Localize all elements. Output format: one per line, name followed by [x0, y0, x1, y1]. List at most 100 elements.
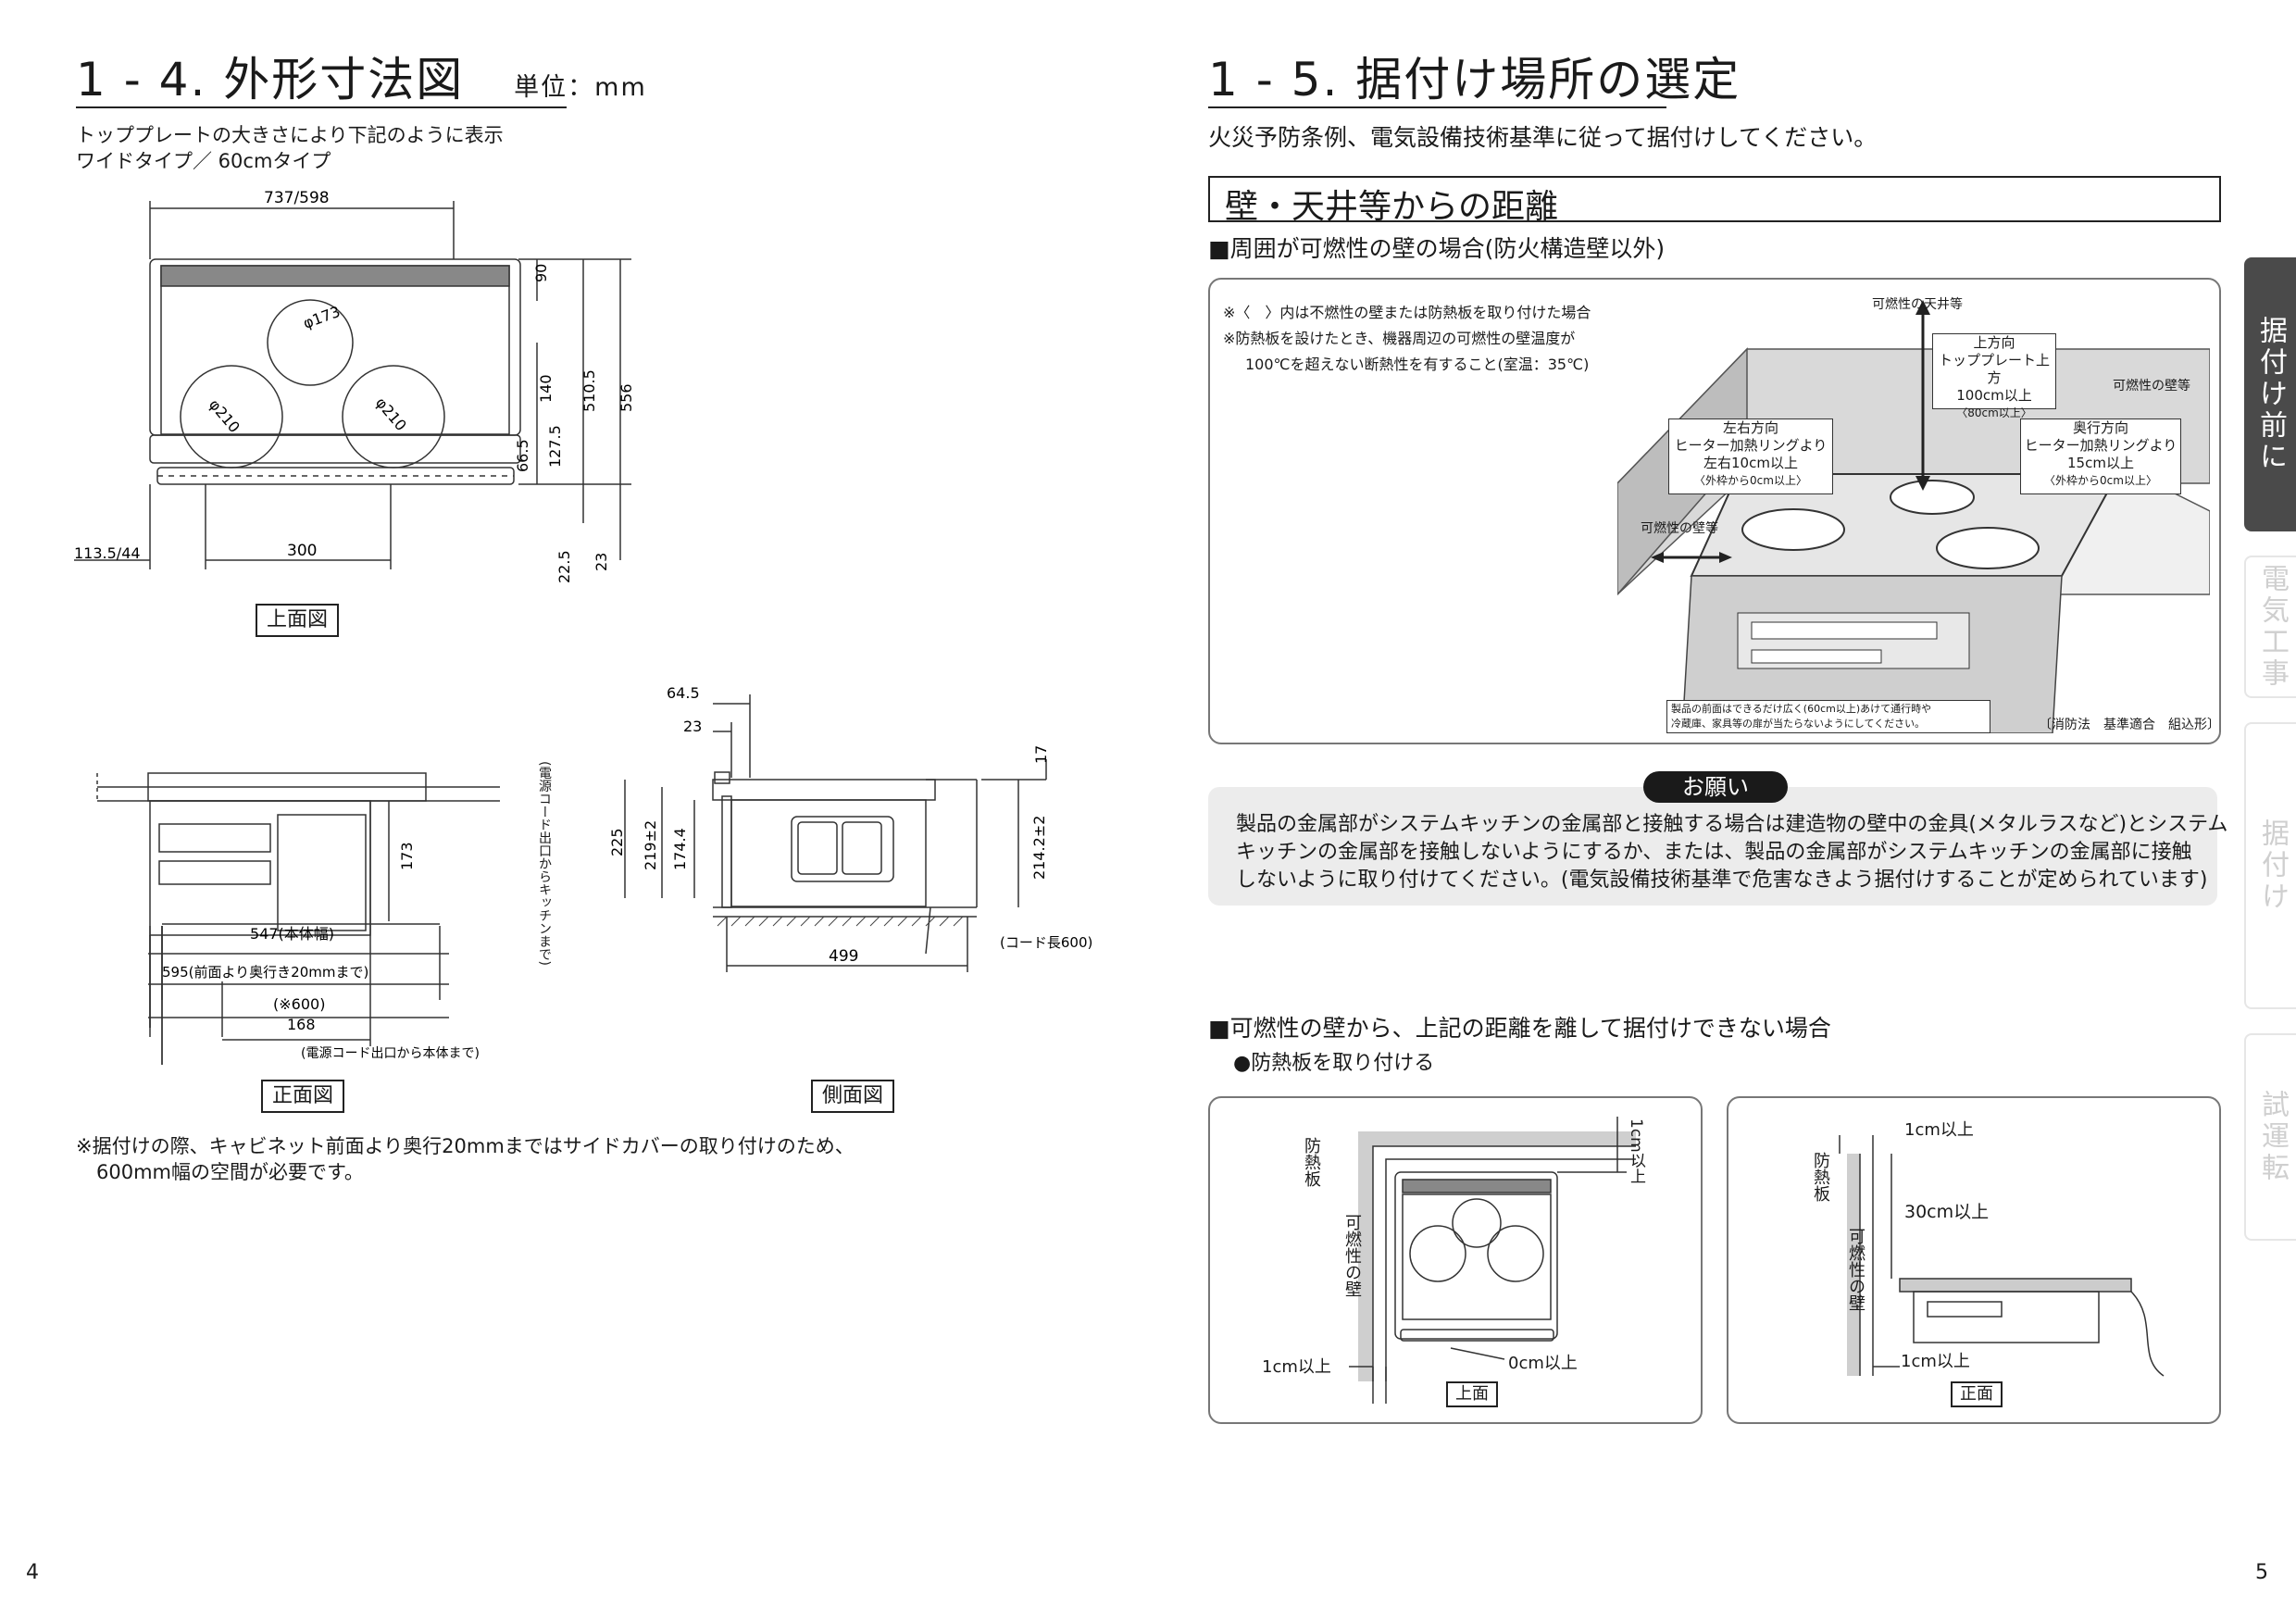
tab-before-installation[interactable]: 据付け前に [2244, 257, 2296, 531]
title-text: 1 - 4. 外形寸法図 [76, 53, 465, 106]
bullet-heat-shield: ●防熱板を取り付ける [1233, 1052, 1435, 1075]
dim-219: 219±2 [642, 820, 659, 870]
dim-600: (※600) [273, 995, 325, 1013]
dim-width: 737/598 [264, 190, 330, 207]
dim-665: 66.5 [514, 439, 531, 472]
shield-front-panel: 1cm以上 防熱板 30cm以上 可燃性の壁 1cm以上 正面 [1727, 1096, 2221, 1424]
dim-cord-note2: (電源コード出口から本体まで) [301, 1046, 480, 1061]
subheading-cannot-keep-distance: ■可燃性の壁から、上記の距離を離して据付けできない場合 [1208, 1015, 1831, 1042]
dim-90: 90 [532, 264, 550, 282]
dim-2142: 214.2±2 [1030, 816, 1048, 880]
back-title: 奥行方向 [2072, 419, 2128, 436]
tab-test-run[interactable]: 試運転 [2244, 1033, 2296, 1241]
dim-1744: 174.4 [671, 828, 689, 870]
up-line3: 〈80cm以上〉 [1956, 406, 2032, 419]
request-line-2: キッチンの金属部を接触しないようにするか、または、製品の金属部がシステムキッチン… [1236, 841, 2192, 864]
up-title: 上方向 [1973, 334, 2015, 351]
bottom-note-2: 600mm幅の空間が必要です。 [96, 1161, 364, 1183]
desc-line-1: トッププレートの大きさにより下記のように表示 [76, 124, 504, 146]
label-ceiling: 可燃性の天井等 [1872, 297, 1963, 312]
title-underline [76, 106, 567, 108]
back-line1: ヒーター加熱リングより [2024, 437, 2177, 454]
dim-499: 499 [829, 947, 858, 966]
shield-front-drawing [1839, 1135, 2165, 1377]
dim-1cm-bottom: 1cm以上 [1262, 1357, 1331, 1377]
wall-label-front: 可燃性の壁 [1846, 1228, 1866, 1311]
page-number-right: 5 [2255, 1561, 2268, 1584]
shield-top-panel: 防熱板 可燃性の壁 1cm以上 0cm以上 1cm以上 上面 [1208, 1096, 1703, 1424]
wall-label-top: 可燃性の壁 [1342, 1214, 1362, 1297]
dim-23-side: 23 [683, 718, 702, 735]
dim-5105: 510.5 [580, 369, 598, 412]
request-line-1: 製品の金属部がシステムキッチンの金属部と接触する場合は建造物の壁中の金具(メタル… [1236, 813, 2228, 836]
kitchen-illustration [1617, 300, 2210, 733]
desc-line-2: ワイドタイプ／ 60cmタイプ [76, 150, 331, 172]
label-wall-left: 可燃性の壁等 [1641, 521, 1718, 536]
dim-17: 17 [1032, 745, 1050, 764]
intro-text: 火災予防条例、電気設備技術基準に従って据付けしてください。 [1208, 124, 1878, 151]
dim-phi173: φ173 [301, 303, 343, 332]
dim-1cm-front-top: 1cm以上 [1904, 1120, 1974, 1140]
dim-595: 595(前面より奥行き20mmまで) [162, 964, 368, 981]
tab-installation[interactable]: 据付け [2244, 722, 2296, 1009]
side-view-drawing: 64.5 23 17 225 219±2 174.4 214.2±2 499 (… [611, 684, 1092, 972]
front-note-1: 製品の前面はできるだけ広く(60cm以上)あけて通行時や [1671, 703, 1932, 715]
dim-phi210a: φ210 [206, 395, 243, 436]
tab-electrical-work[interactable]: 電気工事 [2244, 556, 2296, 698]
lr-line2: 左右10cm以上 [1703, 455, 1798, 471]
dim-645: 64.5 [667, 684, 700, 702]
label-wall-right: 可燃性の壁等 [2113, 379, 2190, 394]
shield-label-top: 防熱板 [1302, 1137, 1321, 1187]
law-note: 〔消防法 基準適合 組込形〕 [2039, 718, 2220, 732]
title-underline-right [1208, 106, 1666, 108]
subheading-combustible-wall: ■周囲が可燃性の壁の場合(防火構造壁以外) [1208, 235, 1666, 262]
dim-140: 140 [537, 374, 555, 403]
section-title-1-5: 1 - 5. 据付け場所の選定 [1208, 53, 1741, 106]
clearance-diagram-panel: ※〈 〉内は不燃性の壁または防熱板を取り付けた場合 ※防熱板を設けたとき、機器周… [1208, 278, 2221, 744]
dim-phi210b: φ210 [372, 394, 410, 434]
lr-line3: 〈外枠から0cm以上〉 [1694, 474, 1807, 487]
dim-1275: 127.5 [546, 425, 564, 468]
callout-back: 奥行方向 ヒーター加熱リングより 15cm以上 〈外枠から0cm以上〉 [2020, 418, 2181, 494]
lr-title: 左右方向 [1722, 419, 1778, 436]
top-view-drawing: 737/598 φ173 φ210 φ210 300 113.5/44 90 1… [74, 190, 635, 583]
dim-225-side: 225 [611, 828, 626, 856]
dim-cord: (コード長600) [1000, 934, 1092, 951]
diagram-note-2: ※防熱板を設けたとき、機器周辺の可燃性の壁温度が [1223, 330, 1576, 347]
section-title-1-4: 1 - 4. 外形寸法図 単位：mm [76, 52, 647, 116]
back-line3: 〈外枠から0cm以上〉 [2044, 474, 2157, 487]
front-space-note: 製品の前面はできるだけ広く(60cm以上)あけて通行時や 冷蔵庫、家具等の扉が当… [1666, 700, 1990, 733]
diagram-note-3: 100℃を超えない断熱性を有すること(室温：35℃) [1245, 356, 1590, 373]
dim-225: 22.5 [555, 550, 573, 583]
dim-556: 556 [618, 383, 635, 412]
callout-left-right: 左右方向 ヒーター加熱リングより 左右10cm以上 〈外枠から0cm以上〉 [1668, 418, 1833, 494]
bottom-note-1: ※据付けの際、キャビネット前面より奥行20mmまではサイドカバーの取り付けのため… [76, 1135, 855, 1157]
up-line1: トッププレート上方 [1938, 352, 2050, 386]
unit-label: 単位：mm [514, 73, 647, 102]
front-cord-note: (電源コード出口からキッチンまで) [537, 761, 552, 966]
up-line2: 100cm以上 [1956, 387, 2032, 404]
label-top-view: 上面 [1446, 1381, 1498, 1407]
label-front-view: 正面 [1951, 1381, 2003, 1407]
dim-547: 547(本体幅) [250, 925, 334, 943]
section-heading: 壁・天井等からの距離 [1225, 188, 1559, 226]
page-number-left: 4 [26, 1561, 39, 1584]
dim-30cm: 30cm以上 [1904, 1202, 1990, 1222]
section-heading-box: 壁・天井等からの距離 [1208, 176, 2221, 226]
back-line2: 15cm以上 [2067, 455, 2134, 471]
dim-0cm: 0cm以上 [1508, 1354, 1578, 1373]
side-view-label: 側面図 [811, 1080, 895, 1113]
shield-label-front: 防熱板 [1811, 1152, 1830, 1202]
lr-line1: ヒーター加熱リングより [1674, 437, 1828, 454]
dim-300: 300 [287, 542, 317, 560]
front-note-2: 冷蔵庫、家具等の扉が当たらないようにしてください。 [1671, 718, 1926, 730]
diagram-note-1: ※〈 〉内は不燃性の壁または防熱板を取り付けた場合 [1223, 304, 1591, 321]
dim-168: 168 [287, 1016, 316, 1033]
top-view-label: 上面図 [256, 604, 340, 637]
request-box: 製品の金属部がシステムキッチンの金属部と接触する場合は建造物の壁中の金具(メタル… [1208, 787, 2227, 906]
request-line-3: しないように取り付けてください。(電気設備技術基準で危害なきよう据付けすることが… [1236, 868, 2208, 892]
shield-top-drawing [1349, 1117, 1636, 1404]
front-view-drawing: 173 547(本体幅) 595(前面より奥行き20mmまで) (※600) 1… [96, 772, 500, 1065]
front-view-label: 正面図 [261, 1080, 345, 1113]
dim-173: 173 [398, 842, 416, 870]
